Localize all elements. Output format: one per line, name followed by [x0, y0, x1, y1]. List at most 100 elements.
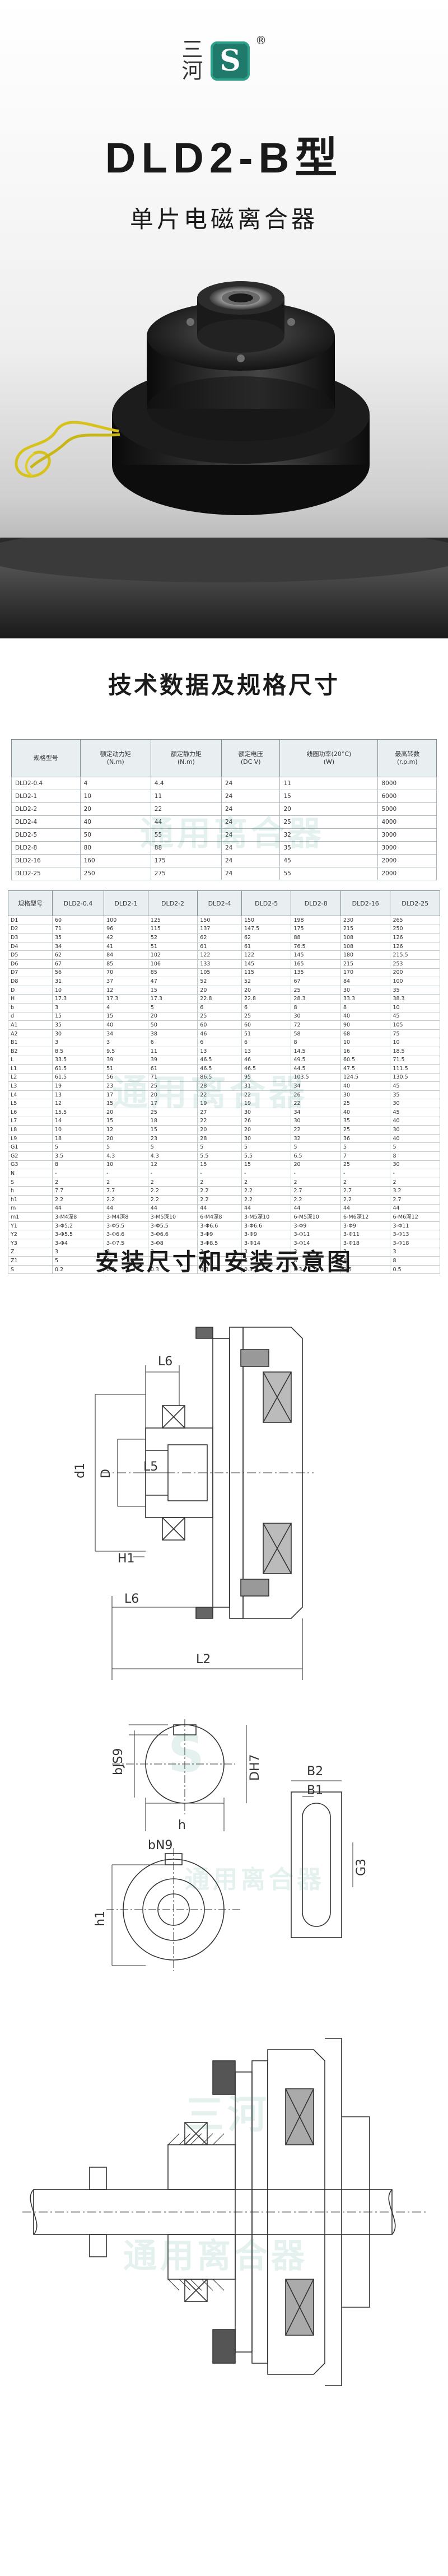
- dimension-symbol-cell: D4: [8, 941, 53, 951]
- dimension-value-cell: 96: [104, 924, 148, 934]
- dimension-value-cell: -: [147, 1169, 198, 1178]
- dimension-value-cell: 30: [340, 985, 391, 995]
- spec-value-cell: 11: [279, 777, 379, 790]
- dimension-value-cell: 35: [390, 985, 440, 995]
- dimension-value-cell: 19: [241, 1099, 292, 1109]
- dimension-symbol-cell: L8: [8, 1125, 53, 1135]
- dimension-value-cell: 46: [241, 1055, 292, 1065]
- product-subtitle: 单片电磁离合器: [129, 206, 318, 233]
- dimension-symbol-cell: b: [8, 1002, 53, 1012]
- dimension-value-cell: 6-M6深12: [340, 1212, 391, 1222]
- dimension-value-cell: 2.2: [241, 1186, 292, 1196]
- dimension-value-cell: 115: [147, 924, 198, 934]
- dimension-value-cell: 3-M5深10: [147, 1212, 198, 1222]
- dimension-value-cell: 5: [241, 1142, 292, 1152]
- dimension-value-cell: 265: [390, 916, 440, 925]
- spec-value-cell: 50: [80, 828, 151, 842]
- dimension-value-cell: 17.3: [147, 994, 198, 1004]
- dimension-symbol-cell: L2: [8, 1072, 53, 1082]
- dimension-value-cell: -: [340, 1169, 391, 1178]
- dimension-value-cell: 5: [52, 1142, 105, 1152]
- label-h1: h1: [94, 1911, 108, 1926]
- dimension-value-cell: 5.5: [197, 1151, 242, 1161]
- dimension-value-cell: 19: [52, 1081, 105, 1091]
- dimension-value-cell: 46.5: [241, 1064, 292, 1074]
- dimension-value-cell: 215: [340, 959, 391, 969]
- logo-text: 三河: [178, 38, 203, 81]
- dimension-value-cell: 7: [340, 1151, 391, 1161]
- spec-value-cell: 3000: [377, 841, 437, 855]
- dimension-symbol-cell: S: [8, 1177, 53, 1187]
- dimension-value-cell: 13: [52, 1090, 105, 1100]
- install-section-title: 安装尺寸和安装示意图: [95, 1248, 353, 1276]
- dimension-value-cell: 40: [104, 1020, 148, 1030]
- dimension-value-cell: 30: [390, 1099, 440, 1109]
- spec-value-cell: 4000: [377, 815, 437, 829]
- dimension-value-cell: 34: [104, 1029, 148, 1039]
- dimension-symbol-cell: L6: [8, 1108, 53, 1117]
- spec-value-cell: 4.4: [150, 777, 222, 790]
- dimension-value-cell: 52: [147, 933, 198, 942]
- dimension-symbol-cell: D8: [8, 977, 53, 986]
- dimension-value-cell: 62: [241, 933, 292, 942]
- dimension-value-cell: 6: [197, 1002, 242, 1012]
- dimension-value-cell: 8: [52, 1160, 105, 1170]
- dimension-value-cell: 3-Φ6.6: [197, 1221, 242, 1231]
- dimension-value-cell: 35: [52, 933, 105, 942]
- dimension-symbol-cell: Y1: [8, 1221, 53, 1231]
- dimension-value-cell: 23: [104, 1081, 148, 1091]
- dimension-value-cell: 46.5: [197, 1064, 242, 1074]
- dimension-value-cell: 2.2: [52, 1195, 105, 1205]
- dimension-value-cell: 20: [147, 1090, 198, 1100]
- dimension-value-cell: 4.3: [147, 1151, 198, 1161]
- dimension-value-cell: 46: [197, 1029, 242, 1039]
- spec-value-cell: 24: [221, 854, 281, 867]
- dimension-value-cell: -: [241, 1169, 292, 1178]
- spec-section-title: 技术数据及规格尺寸: [108, 671, 340, 699]
- dimension-value-cell: 15: [104, 1099, 148, 1109]
- dimension-value-cell: 30: [390, 1125, 440, 1135]
- dimension-value-cell: 198: [291, 916, 341, 925]
- dimension-value-cell: 8: [340, 1002, 391, 1012]
- dimension-header-variant: DLD2-25: [390, 890, 440, 916]
- dimension-value-cell: 2: [197, 1177, 242, 1187]
- dimension-value-cell: 40: [340, 1081, 391, 1091]
- dimension-value-cell: 34: [52, 941, 105, 951]
- dimension-value-cell: 58: [291, 1029, 341, 1039]
- dimension-value-cell: 2.2: [197, 1195, 242, 1205]
- label-B1: B1: [307, 1784, 323, 1798]
- dimension-value-cell: 165: [291, 959, 341, 969]
- dimension-value-cell: 70: [104, 968, 148, 978]
- dimension-value-cell: 16: [340, 1046, 391, 1056]
- spec-value-cell: 44: [150, 815, 222, 829]
- dimension-value-cell: 137: [197, 924, 242, 934]
- display-pedestal: [0, 538, 448, 638]
- dimension-value-cell: 85: [147, 968, 198, 978]
- dimension-value-cell: 44: [197, 1203, 242, 1214]
- dimension-value-cell: 6-M4深8: [197, 1212, 242, 1222]
- registered-mark: ®: [255, 34, 267, 47]
- dimension-value-cell: 145: [291, 950, 341, 960]
- dimension-value-cell: 28.3: [291, 994, 341, 1004]
- dimension-value-cell: 5: [340, 1142, 391, 1152]
- dimension-value-cell: 3-M5深10: [241, 1212, 292, 1222]
- spec-value-cell: 55: [279, 867, 379, 880]
- dimension-value-cell: 40: [340, 1011, 391, 1021]
- dimension-header-variant: DLD2-2: [147, 890, 198, 916]
- dimension-value-cell: 135: [291, 968, 341, 978]
- dimension-value-cell: 17: [147, 1099, 198, 1109]
- label-h: h: [178, 1818, 186, 1832]
- dimension-value-cell: 6: [241, 1002, 292, 1012]
- dimension-symbol-cell: h1: [8, 1195, 53, 1205]
- dimension-value-cell: 14: [52, 1116, 105, 1126]
- dimension-value-cell: 88: [291, 933, 341, 942]
- dimension-value-cell: 115: [241, 968, 292, 978]
- dimension-value-cell: 39: [104, 1055, 148, 1065]
- spec-value-cell: 22: [150, 802, 222, 816]
- spec-value-cell: 24: [221, 867, 281, 880]
